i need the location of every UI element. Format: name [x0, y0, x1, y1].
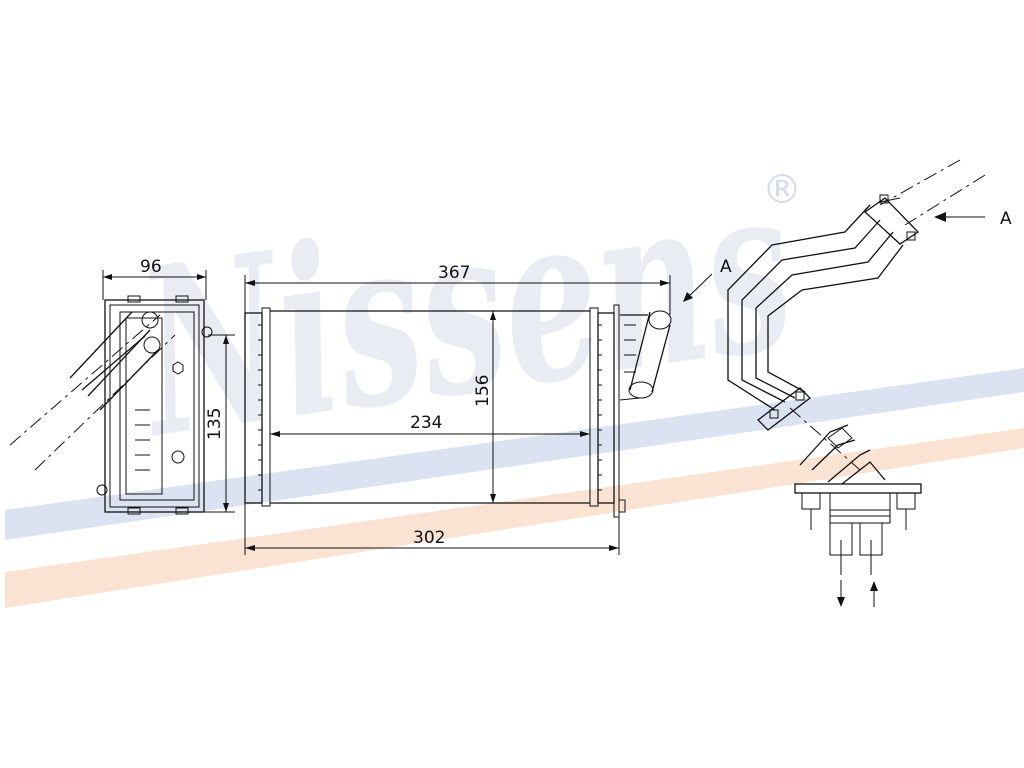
left-tank-ribs: [258, 324, 262, 491]
view-marker-front: A: [720, 257, 732, 277]
dimension-tank-length: 302: [413, 528, 445, 548]
watermark-orange-band: [5, 428, 1024, 608]
front-view: 367: [244, 257, 732, 555]
dimension-height: 135: [205, 408, 225, 440]
dimension-overall-length: 367: [438, 263, 470, 283]
view-marker-side: A: [1000, 209, 1012, 229]
pipe-detail-view: A: [727, 159, 1012, 607]
dimension-depth: 96: [140, 257, 162, 277]
watermark-registered-mark: ®: [762, 167, 802, 213]
right-tank-ribs: [598, 324, 602, 491]
side-view: 96 135: [9, 257, 235, 515]
nissens-watermark: Nissens ®: [5, 132, 1024, 608]
dimension-core-width: 234: [410, 413, 442, 433]
dimension-core-height: 156: [473, 375, 493, 407]
